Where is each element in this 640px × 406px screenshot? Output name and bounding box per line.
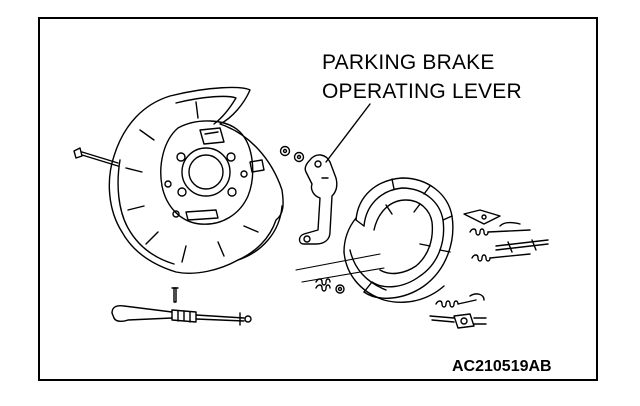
parking-brake-cable bbox=[111, 304, 252, 326]
backing-plate-bolt bbox=[73, 147, 119, 167]
part-callout-label: PARKING BRAKE OPERATING LEVER bbox=[322, 48, 522, 106]
brake-shoes bbox=[343, 177, 454, 303]
shoe-hardware bbox=[429, 209, 549, 329]
retainer-pin bbox=[171, 287, 179, 303]
backing-plate bbox=[108, 86, 284, 274]
callout-line-2: OPERATING LEVER bbox=[322, 80, 522, 103]
callout-leader-line bbox=[325, 103, 371, 163]
hold-down-spring bbox=[315, 278, 345, 294]
callout-line-1: PARKING BRAKE bbox=[322, 51, 495, 74]
figure-id: AC210519AB bbox=[452, 358, 552, 375]
parking-brake-lever bbox=[298, 154, 338, 245]
washers bbox=[279, 145, 305, 163]
leader-lines bbox=[295, 253, 385, 283]
